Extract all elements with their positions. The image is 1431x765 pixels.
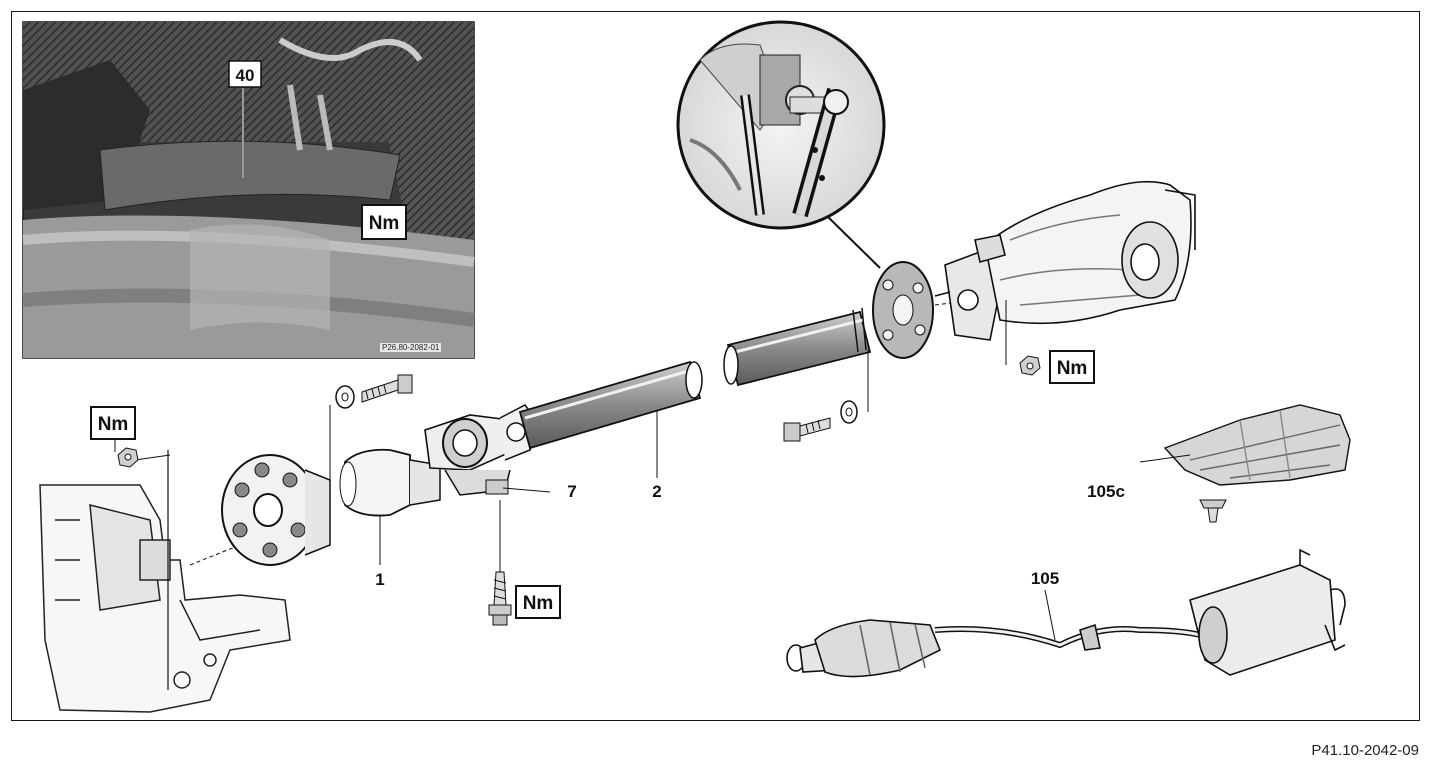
callout-2: 2 — [652, 482, 661, 501]
center-bearing-torque-label: Nm — [523, 593, 554, 614]
transmission-nut-leader — [134, 454, 171, 461]
rear-axle-torque-label: Nm — [1057, 358, 1088, 379]
rear-axle-nut-icon — [1019, 355, 1041, 376]
callout-40: 40 — [236, 66, 255, 85]
front-flex-disc — [189, 454, 331, 566]
transmission-nut-icon — [117, 447, 139, 468]
propeller-shaft-front-tube — [518, 360, 703, 450]
figure-code: P41.10-2042-09 — [1311, 742, 1419, 759]
rear-axle-differential — [934, 180, 1196, 341]
inset-torque-label: Nm — [369, 213, 400, 234]
diagram-frame — [11, 11, 1420, 721]
center-bearing-bolt — [488, 571, 512, 626]
sleeve-part-1 — [339, 448, 441, 517]
transmission-housing — [39, 484, 291, 713]
callout-105c: 105c — [1087, 482, 1125, 501]
inset-photo-code: P26.80-2082-01 — [380, 343, 442, 352]
transmission-torque-label: Nm — [98, 414, 129, 435]
inset-photo: 40 Nm — [22, 21, 475, 359]
exhaust-system-part-105 — [786, 548, 1346, 678]
callout-7: 7 — [567, 482, 576, 501]
callout-105: 105 — [1031, 569, 1059, 588]
callout-1: 1 — [375, 570, 384, 589]
front-bolt-and-washer — [335, 374, 413, 409]
propeller-shaft-rear-tube — [723, 307, 872, 387]
heat-shield-part-105c — [1163, 404, 1351, 486]
rear-flex-disc — [872, 261, 934, 359]
magnifier-detail — [676, 20, 886, 269]
heat-shield-screw — [1199, 499, 1227, 523]
rear-bolt-and-washer — [783, 400, 858, 442]
